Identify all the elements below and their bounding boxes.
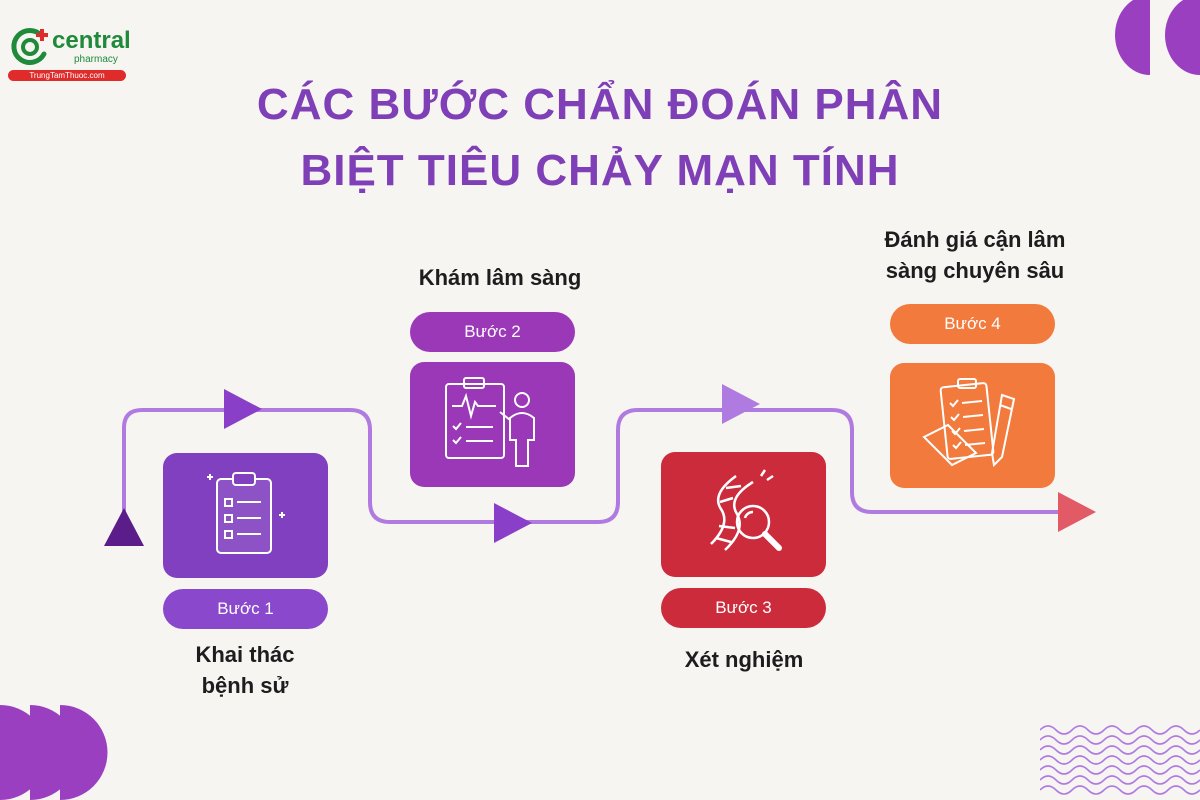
- checklist-pencil-icon: [922, 378, 1016, 468]
- step-1-label-line-2: bệnh sử: [201, 673, 289, 698]
- arrow-icon-1: [224, 389, 262, 429]
- start-triangle-icon: [104, 508, 144, 546]
- step-2-badge: Bước 2: [410, 312, 575, 352]
- step-3-label: Xét nghiệm: [684, 647, 804, 672]
- step-4-label: Đánh giá cận lâm sàng chuyên sâu: [830, 224, 1120, 286]
- corner-decoration-top-right: [1115, 0, 1200, 75]
- step-4-label-line-2: sàng chuyên sâu: [885, 258, 1065, 283]
- step-3-badge: Bước 3: [661, 588, 826, 628]
- step-1-label: Khai thác bệnh sử: [145, 639, 345, 701]
- arrow-icon-3: [722, 384, 760, 424]
- logo-name: central: [52, 27, 131, 54]
- step-3-card: [661, 452, 826, 577]
- dna-magnifier-icon: [710, 469, 782, 551]
- arrow-icon-4: [1058, 492, 1096, 532]
- step-4-label-line-1: Đánh giá cận lâm: [884, 227, 1066, 252]
- corner-decoration-bottom-left: [0, 705, 108, 800]
- step-2-label: Khám lâm sàng: [418, 265, 582, 290]
- title-line-2: BIỆT TIÊU CHẢY MẠN TÍNH: [300, 146, 900, 195]
- wave-lines-decoration: [1040, 725, 1200, 795]
- step-1-card: [163, 453, 328, 578]
- logo-url: TrungTamThuoc.com: [8, 70, 126, 81]
- doctor-chart-icon: [445, 377, 535, 467]
- arrow-icon-2: [494, 503, 532, 543]
- step-4-badge: Bước 4: [890, 304, 1055, 344]
- clipboard-checklist-icon: [207, 472, 285, 554]
- step-2-card: [410, 362, 575, 487]
- logo-mark-icon: [11, 27, 48, 65]
- page-title: CÁC BƯỚC CHẨN ĐOÁN PHÂN BIỆT TIÊU CHẢY M…: [0, 72, 1200, 204]
- title-line-1: CÁC BƯỚC CHẨN ĐOÁN PHÂN: [256, 80, 944, 129]
- step-1-badge: Bước 1: [163, 589, 328, 629]
- step-4-card: [890, 363, 1055, 488]
- logo-sub: pharmacy: [74, 54, 118, 65]
- logo[interactable]: central pharmacy TrungTamThuoc.com: [8, 22, 133, 82]
- step-1-label-line-1: Khai thác: [195, 642, 295, 667]
